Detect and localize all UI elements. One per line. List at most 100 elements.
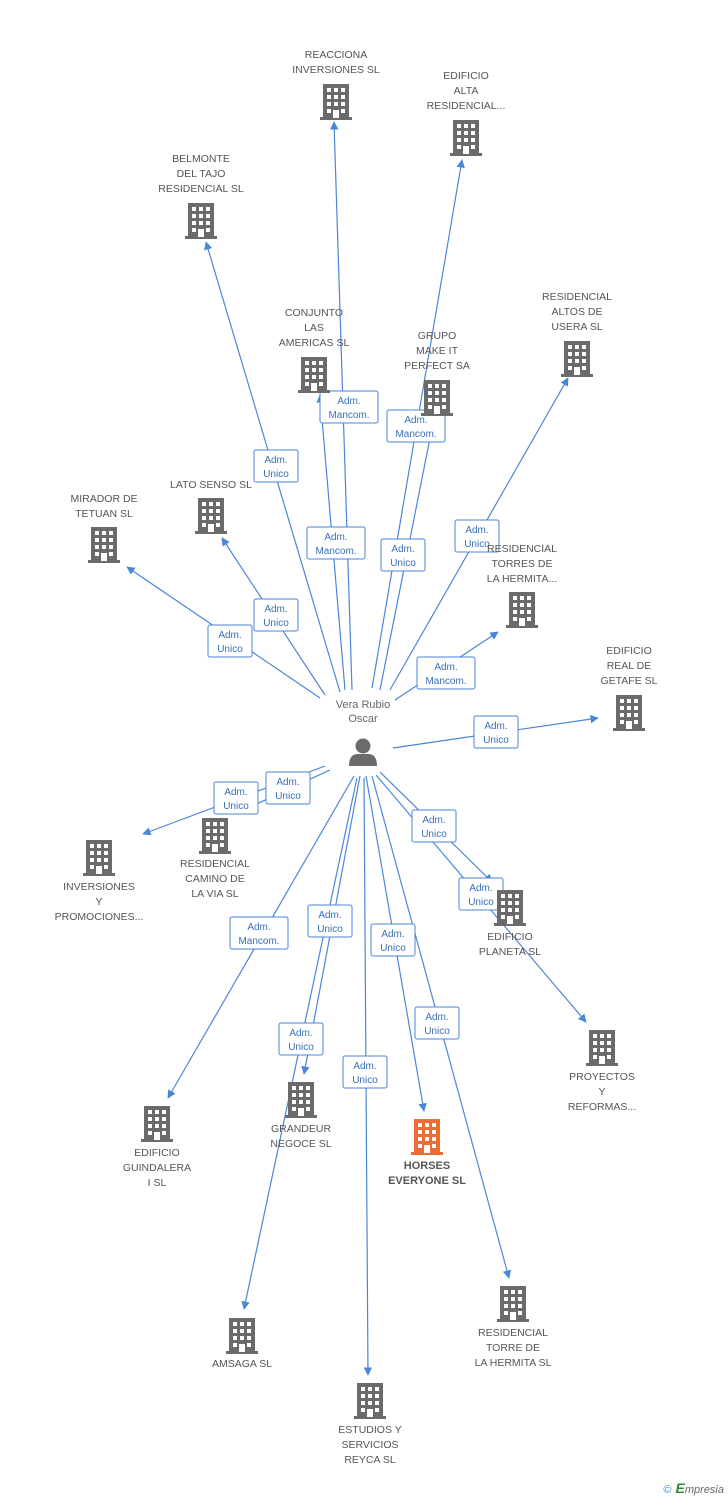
company-name[interactable]: AMSAGA SL <box>212 1358 272 1370</box>
company-name[interactable]: Y <box>598 1086 605 1098</box>
company-name[interactable]: ALTA <box>454 85 479 97</box>
relation-label-real-getafe[interactable]: Adm.Unico <box>473 715 519 749</box>
relation-label-reacciona[interactable]: Adm.Mancom. <box>319 390 379 424</box>
company-name[interactable]: TETUAN SL <box>75 508 133 520</box>
company-name[interactable]: GUINDALERA <box>123 1162 191 1174</box>
company-name[interactable]: SERVICIOS <box>342 1439 399 1451</box>
company-name[interactable]: ALTOS DE <box>552 306 603 318</box>
relation-box[interactable] <box>265 771 311 805</box>
company-name[interactable]: RESIDENCIAL <box>180 858 250 870</box>
company-name[interactable]: LA VIA SL <box>191 888 238 900</box>
company-name[interactable]: RESIDENCIAL... <box>427 100 506 112</box>
company-node-edificio-alta[interactable]: EDIFICIO ALTA RESIDENCIAL... <box>427 70 506 156</box>
building-icon[interactable] <box>613 695 645 731</box>
company-name[interactable]: REACCIONA <box>305 49 367 61</box>
company-name[interactable]: I SL <box>148 1177 167 1189</box>
building-icon[interactable] <box>199 818 231 854</box>
building-icon[interactable] <box>141 1106 173 1142</box>
building-icon[interactable] <box>497 1286 529 1322</box>
company-name[interactable]: MIRADOR DE <box>70 493 137 505</box>
relation-box[interactable] <box>207 624 253 658</box>
building-icon[interactable] <box>354 1383 386 1419</box>
building-icon[interactable] <box>411 1119 443 1155</box>
relation-box[interactable] <box>213 781 259 815</box>
relation-box[interactable] <box>454 519 500 553</box>
relation-label-lato-senso[interactable]: Adm.Unico <box>253 598 299 632</box>
company-name[interactable]: INVERSIONES <box>63 881 135 893</box>
relation-label-res-camino[interactable]: Adm.Unico <box>265 771 311 805</box>
company-name[interactable]: CONJUNTO <box>285 307 343 319</box>
company-name[interactable]: Y <box>95 896 102 908</box>
relation-box[interactable] <box>386 409 446 443</box>
relation-label-belmonte[interactable]: Adm.Unico <box>253 449 299 483</box>
building-icon[interactable] <box>506 592 538 628</box>
relation-box[interactable] <box>473 715 519 749</box>
company-name[interactable]: PROYECTOS <box>569 1071 635 1083</box>
building-icon[interactable] <box>285 1082 317 1118</box>
company-name[interactable]: GRUPO <box>418 330 457 342</box>
company-name[interactable]: PLANETA SL <box>479 946 541 958</box>
building-icon[interactable] <box>83 840 115 876</box>
person-icon[interactable] <box>349 738 377 767</box>
company-name[interactable]: EDIFICIO <box>606 645 652 657</box>
company-name[interactable]: ESTUDIOS Y <box>338 1424 401 1436</box>
company-name[interactable]: PROMOCIONES... <box>55 911 144 923</box>
company-name[interactable]: RESIDENCIAL <box>542 291 612 303</box>
company-name[interactable]: LA HERMITA... <box>487 573 557 585</box>
company-name[interactable]: PERFECT SA <box>404 360 470 372</box>
company-node-grupo-make[interactable]: GRUPO MAKE IT PERFECT SA <box>404 330 470 416</box>
company-name[interactable]: GRANDEUR <box>271 1123 332 1135</box>
relation-label-res-torre[interactable]: Adm.Unico <box>414 1006 460 1040</box>
building-icon[interactable] <box>450 120 482 156</box>
relation-label-residencial-altos[interactable]: Adm.Unico <box>454 519 500 553</box>
company-name[interactable]: BELMONTE <box>172 153 230 165</box>
company-node-inversiones-y[interactable]: INVERSIONES Y PROMOCIONES... <box>55 840 144 923</box>
building-icon[interactable] <box>586 1030 618 1066</box>
company-name[interactable]: EDIFICIO <box>134 1147 180 1159</box>
relation-label-grupo-make[interactable]: Adm.Mancom. <box>386 409 446 443</box>
relation-label-mirador[interactable]: Adm.Unico <box>207 624 253 658</box>
company-name[interactable]: RESIDENCIAL SL <box>158 183 244 195</box>
relation-box[interactable] <box>307 904 353 938</box>
company-name[interactable]: EDIFICIO <box>443 70 489 82</box>
company-node-amsaga[interactable]: AMSAGA SL <box>212 1318 272 1370</box>
company-name[interactable]: TORRES DE <box>491 558 552 570</box>
company-name[interactable]: MAKE IT <box>416 345 459 357</box>
company-node-grandeur[interactable]: GRANDEUR NEGOCE SL <box>270 1082 332 1150</box>
company-name[interactable]: LATO SENSO SL <box>170 479 252 491</box>
relation-label-inversiones-y[interactable]: Adm.Unico <box>213 781 259 815</box>
company-name[interactable]: EVERYONE SL <box>388 1175 466 1187</box>
company-name[interactable]: REFORMAS... <box>568 1101 636 1113</box>
company-name[interactable]: CAMINO DE <box>185 873 245 885</box>
building-icon[interactable] <box>561 341 593 377</box>
relation-label-amsaga[interactable]: Adm.Unico <box>278 1022 324 1056</box>
building-icon[interactable] <box>298 357 330 393</box>
relation-label-edificio-alta[interactable]: Adm.Unico <box>380 538 426 572</box>
company-node-res-camino[interactable]: RESIDENCIAL CAMINO DE LA VIA SL <box>180 818 250 900</box>
building-icon[interactable] <box>494 890 526 926</box>
relation-box[interactable] <box>380 538 426 572</box>
relation-box[interactable] <box>253 598 299 632</box>
person-name[interactable]: Oscar <box>348 713 378 725</box>
building-icon[interactable] <box>88 527 120 563</box>
relation-label-proyectos[interactable]: Adm.Unico <box>458 877 504 911</box>
person-name[interactable]: Vera Rubio <box>336 699 390 711</box>
building-icon[interactable] <box>421 380 453 416</box>
company-name[interactable]: AMERICAS SL <box>279 337 350 349</box>
company-node-conjunto[interactable]: CONJUNTO LAS AMERICAS SL <box>279 307 350 393</box>
company-node-guindalera[interactable]: EDIFICIO GUINDALERA I SL <box>123 1106 191 1189</box>
relation-box[interactable] <box>342 1055 388 1089</box>
relation-label-res-torres[interactable]: Adm.Mancom. <box>416 656 476 690</box>
company-name[interactable]: LA HERMITA SL <box>475 1357 552 1369</box>
relation-label-guindalera[interactable]: Adm.Mancom. <box>229 916 289 950</box>
building-icon[interactable] <box>320 84 352 120</box>
company-name[interactable]: LAS <box>304 322 324 334</box>
company-name[interactable]: NEGOCE SL <box>270 1138 331 1150</box>
relation-box[interactable] <box>319 390 379 424</box>
